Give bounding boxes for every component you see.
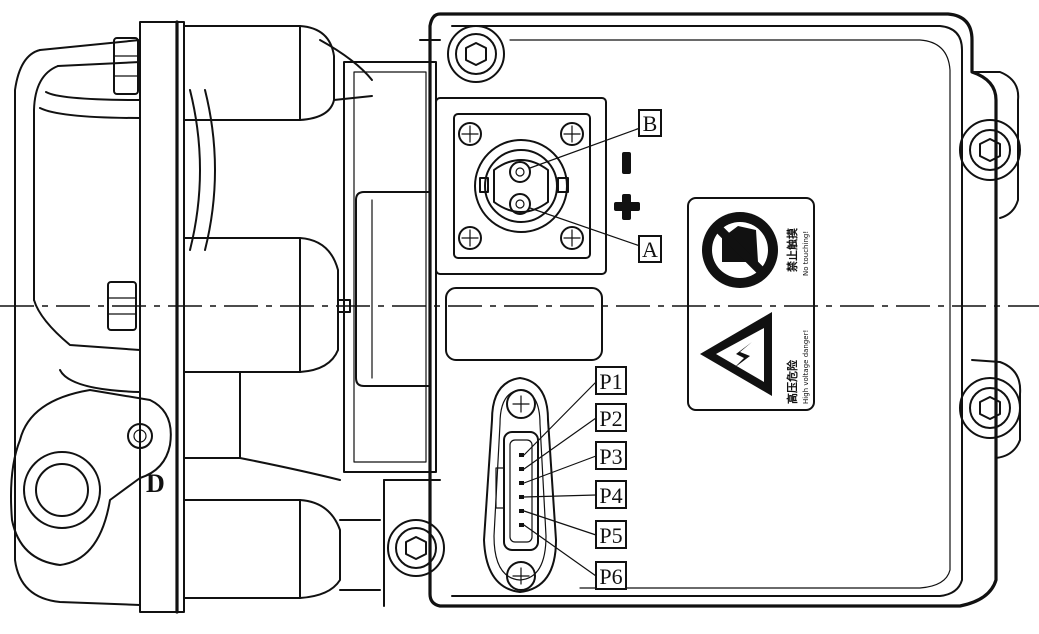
plus-polarity-mark — [614, 194, 640, 220]
hv-pin-b-contact — [509, 161, 531, 183]
label-a: A — [638, 235, 662, 263]
cover-bolt-right-upper — [959, 119, 1021, 181]
compressor-housing — [14, 20, 381, 614]
no-touching-en: No touching! — [802, 231, 810, 276]
signal-pin-holes — [519, 453, 524, 527]
high-voltage-en: High voltage danger! — [802, 330, 810, 404]
mounting-bracket — [343, 61, 437, 473]
label-p1: P1 — [595, 366, 627, 395]
leader-b — [529, 127, 641, 169]
svg-text:B: B — [643, 111, 658, 136]
high-voltage-icon — [700, 312, 772, 396]
cover-bolt-right-lower — [959, 377, 1021, 439]
svg-text:P5: P5 — [599, 523, 622, 548]
svg-text:P1: P1 — [599, 369, 622, 394]
mounting-lug: D — [10, 389, 172, 566]
high-voltage-cn: 高压危险 — [785, 359, 799, 404]
svg-text:P6: P6 — [599, 564, 622, 589]
hv-connector — [435, 97, 607, 275]
label-p3: P3 — [595, 441, 627, 470]
signal-leaders — [523, 381, 597, 577]
svg-text:A: A — [642, 237, 658, 262]
recessed-pad — [445, 287, 603, 361]
label-p2: P2 — [595, 403, 627, 432]
cover-bolt-bottom-left — [387, 519, 445, 577]
housing-mark: D — [146, 469, 165, 498]
label-p6: P6 — [595, 561, 627, 590]
svg-text:P4: P4 — [599, 483, 622, 508]
minus-polarity-mark — [622, 152, 631, 174]
label-p5: P5 — [595, 520, 627, 549]
svg-text:P2: P2 — [599, 406, 622, 431]
controller-housing — [383, 12, 1022, 608]
signal-connector — [483, 377, 557, 593]
hv-pin-a-contact — [509, 193, 531, 215]
warning-label: 禁止触摸 No touching! 高压危险 High voltage dang… — [687, 197, 815, 411]
cover-bolt-top-left — [447, 25, 505, 83]
svg-text:P3: P3 — [599, 444, 622, 469]
label-b: B — [638, 109, 662, 137]
leader-a — [529, 207, 641, 247]
label-p4: P4 — [595, 480, 627, 509]
no-touching-cn: 禁止触摸 — [785, 227, 799, 272]
